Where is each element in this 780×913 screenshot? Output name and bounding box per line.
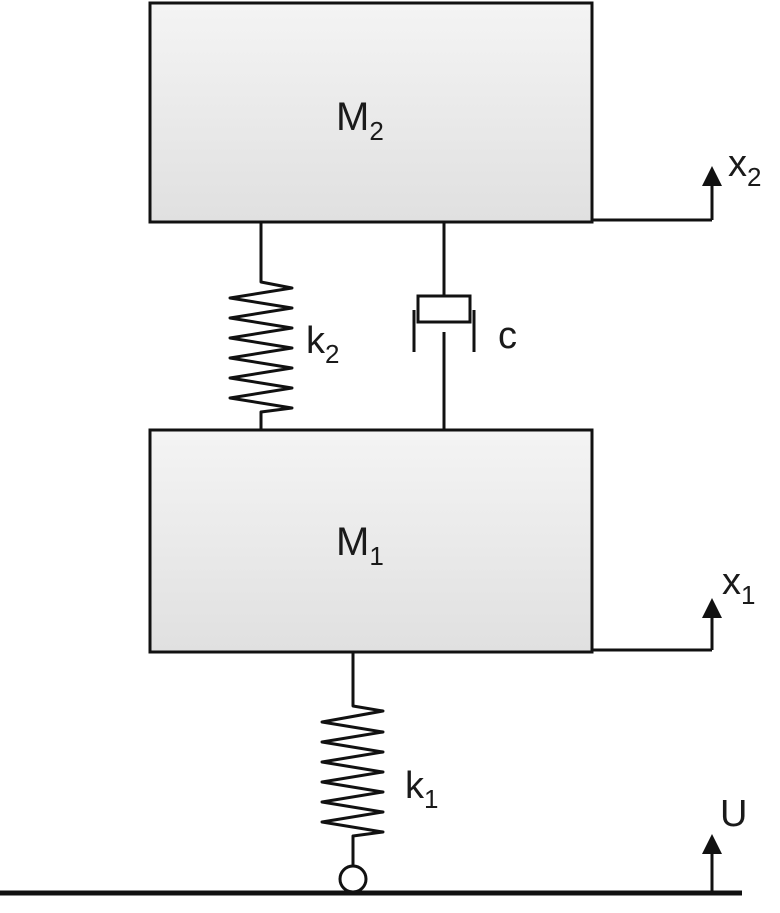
ground-excitation-arrow-head xyxy=(702,834,722,854)
upper-displacement-label: x2 xyxy=(728,143,761,192)
lower-spring xyxy=(320,652,385,866)
lower-displacement-arrow-head xyxy=(702,598,722,618)
lower-spring-label: k1 xyxy=(405,765,438,814)
damper-label: c xyxy=(498,315,517,357)
lower-mass-block xyxy=(148,428,594,654)
upper-mass-block xyxy=(148,1,594,224)
lower-mass-label: M1 xyxy=(336,520,384,571)
upper-spring-label: k2 xyxy=(306,320,339,369)
lower-displacement-label: x1 xyxy=(722,561,755,610)
upper-mass-label: M2 xyxy=(336,95,384,146)
upper-displacement-arrow-head xyxy=(702,166,722,186)
upper-spring xyxy=(228,222,294,430)
damper-cylinder xyxy=(412,310,476,352)
ground-excitation-label: U xyxy=(720,793,747,835)
damper-piston xyxy=(416,294,472,324)
ground-contact-wheel xyxy=(338,864,368,894)
